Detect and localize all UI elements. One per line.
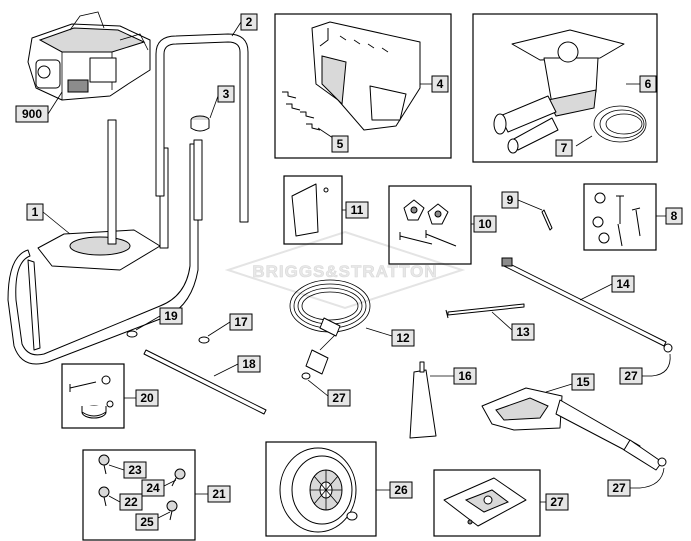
callout-15: 15	[571, 373, 595, 391]
callout-22: 22	[119, 493, 143, 511]
callout-6-label: 6	[645, 77, 652, 91]
callout-5: 5	[331, 135, 349, 153]
callout-26-label: 26	[394, 483, 408, 497]
panel-illustration	[291, 183, 329, 237]
foot-illustration	[69, 375, 114, 419]
pin-illustration	[541, 209, 553, 231]
callout-12-label: 12	[396, 331, 410, 345]
callout-20-label: 20	[140, 391, 154, 405]
engine-illustration	[27, 11, 151, 101]
callout-21: 21	[207, 485, 231, 503]
callout-4-label: 4	[437, 77, 444, 91]
callout-9-label: 9	[507, 193, 514, 207]
callout-15-label: 15	[576, 375, 590, 389]
brand-watermark: BRIGGS&STRATTON	[224, 230, 466, 310]
callout-16-label: 16	[458, 369, 472, 383]
hardware-illustration	[98, 454, 186, 521]
wheel-group-box	[265, 441, 377, 537]
hardware-group-box	[82, 449, 196, 541]
callout-6: 6	[639, 75, 657, 93]
callout-27-hose-label: 27	[332, 391, 346, 405]
callout-27-wand-label: 27	[624, 369, 638, 383]
foot-group-box	[61, 363, 125, 429]
callout-24-label: 24	[146, 481, 160, 495]
spray-gun-illustration	[481, 387, 663, 471]
callout-23: 23	[123, 461, 147, 479]
callout-25-label: 25	[140, 515, 154, 529]
callout-9: 9	[501, 191, 519, 209]
callout-27-bracket-label: 27	[550, 495, 564, 509]
knobs-group-box	[388, 185, 472, 265]
screws-illustration	[282, 91, 321, 131]
callout-900-label: 900	[22, 107, 42, 121]
watermark-text: BRIGGS&STRATTON	[252, 262, 437, 281]
callout-27-hose: 27	[327, 389, 351, 407]
handle-illustration	[155, 33, 249, 223]
rod-illustration	[445, 303, 525, 319]
washer-19-illustration	[126, 330, 138, 338]
hose-illustration	[289, 279, 371, 375]
callout-17-label: 17	[234, 315, 248, 329]
bracket-illustration	[443, 477, 527, 527]
callout-17: 17	[229, 313, 253, 331]
callout-14-label: 14	[616, 277, 630, 291]
callout-2-label: 2	[246, 15, 253, 29]
callout-11: 11	[345, 201, 369, 219]
callout-27-wand: 27	[619, 367, 643, 385]
callout-20: 20	[135, 389, 159, 407]
callout-27-bracket: 27	[545, 493, 569, 511]
washer-17-illustration	[198, 336, 210, 344]
callout-7: 7	[555, 139, 573, 157]
callout-27-gun: 27	[607, 479, 631, 497]
axle-illustration	[143, 349, 267, 415]
nozzle-illustration	[409, 361, 437, 439]
callout-10: 10	[473, 215, 497, 233]
callout-900: 900	[15, 105, 49, 123]
callout-10-label: 10	[478, 217, 492, 231]
callout-18-label: 18	[242, 357, 256, 371]
bolts-illustration	[592, 192, 641, 247]
callout-14: 14	[611, 275, 635, 293]
callout-8: 8	[665, 207, 683, 225]
callout-27-gun-label: 27	[612, 481, 626, 495]
frame-illustration	[7, 119, 199, 365]
callout-16: 16	[453, 367, 477, 385]
callout-5-label: 5	[337, 137, 344, 151]
callout-4: 4	[431, 75, 449, 93]
knobs-illustration	[399, 199, 457, 247]
callout-19-label: 19	[164, 309, 178, 323]
callout-18: 18	[237, 355, 261, 373]
callout-11-label: 11	[351, 203, 364, 217]
hose-washer-illustration	[301, 372, 311, 380]
callout-1: 1	[26, 203, 44, 221]
callout-22-label: 22	[124, 495, 138, 509]
bolts-group-box	[583, 183, 657, 251]
callout-12: 12	[391, 329, 415, 347]
gun-oring-illustration	[657, 457, 667, 467]
callout-25: 25	[135, 513, 159, 531]
callout-3-label: 3	[223, 87, 230, 101]
callout-7-label: 7	[561, 141, 568, 155]
pump-group-box	[472, 13, 658, 163]
callout-13-label: 13	[516, 325, 530, 339]
callout-3: 3	[217, 85, 235, 103]
pump-hose-coil-illustration	[593, 105, 647, 143]
console-group-box	[274, 13, 452, 159]
callout-13: 13	[511, 323, 535, 341]
callout-21-label: 21	[212, 487, 226, 501]
callout-8-label: 8	[671, 209, 678, 223]
wand-illustration	[501, 257, 673, 353]
callout-23-label: 23	[128, 463, 142, 477]
bracket-group-box	[433, 469, 541, 537]
console-illustration	[311, 21, 421, 131]
callout-1-label: 1	[32, 205, 39, 219]
callout-19: 19	[159, 307, 183, 325]
pump-illustration	[493, 29, 625, 154]
wheel-illustration	[279, 447, 358, 533]
callout-24: 24	[141, 479, 165, 497]
callout-2: 2	[240, 13, 258, 31]
callout-26: 26	[389, 481, 413, 499]
plug-illustration	[190, 115, 210, 132]
